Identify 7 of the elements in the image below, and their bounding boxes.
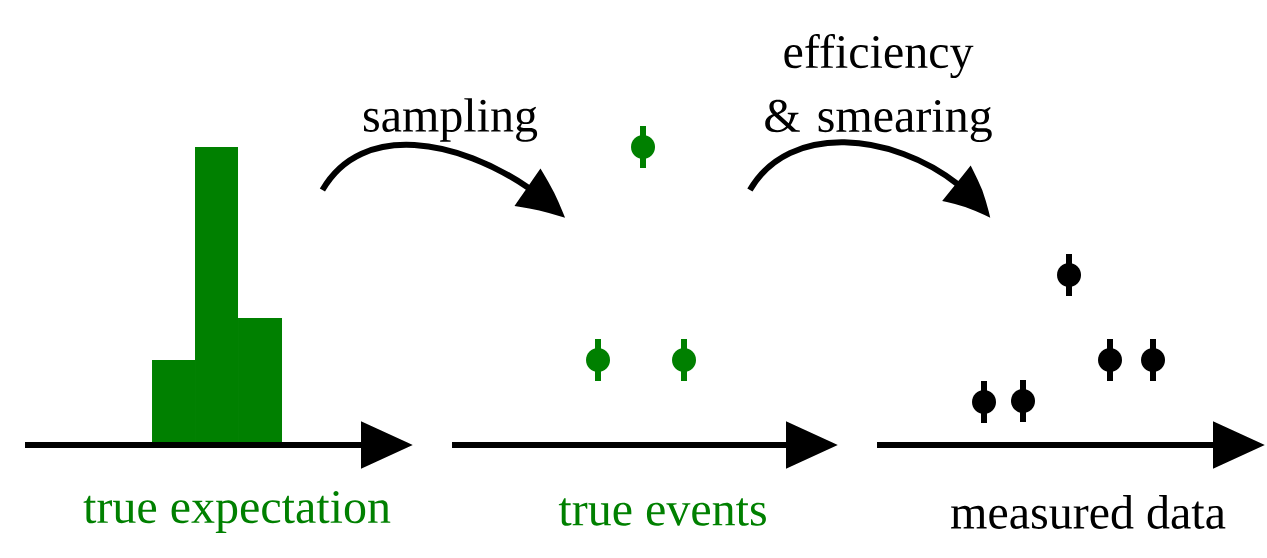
panel-label: true expectation: [83, 491, 391, 533]
edge-label: efficiency & smearing: [765, 33, 992, 143]
edge-label: sampling: [364, 98, 538, 142]
curved-arrow: [319, 142, 563, 217]
panel-label: measured data: [951, 495, 1226, 529]
curved-arrow: [747, 139, 989, 216]
panel-label: true events: [558, 498, 766, 526]
